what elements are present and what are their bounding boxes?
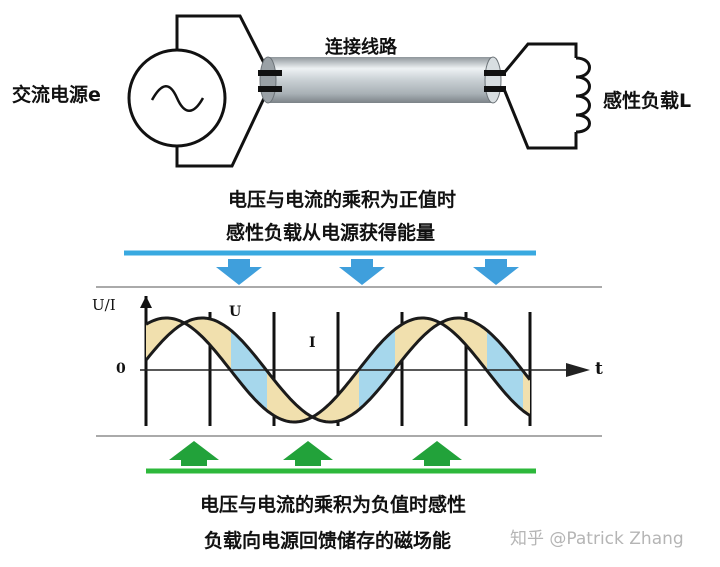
voltage-label: U <box>229 304 242 320</box>
source-wires <box>175 14 268 168</box>
x-axis-label: t <box>595 359 603 379</box>
up-arrow-icon <box>283 441 333 466</box>
up-arrow-icon <box>412 441 462 466</box>
sine-symbol-icon <box>150 85 205 112</box>
down-arrow-icon <box>473 259 519 285</box>
inductor-coil-icon <box>575 56 591 134</box>
line-label: 连接线路 <box>325 37 397 58</box>
origin-label: 0 <box>116 361 126 377</box>
ac-source <box>127 48 227 148</box>
top-caption-line1: 电压与电流的乘积为正值时 <box>228 189 457 211</box>
up-arrows <box>169 441 462 466</box>
watermark: 知乎 @Patrick Zhang <box>510 529 684 549</box>
down-arrows <box>216 259 519 285</box>
time-axis-arrow-icon <box>566 363 590 377</box>
load-wires <box>502 42 578 150</box>
connection-cable <box>258 56 506 104</box>
down-arrow-icon <box>339 259 385 285</box>
positive-power-region <box>146 318 530 422</box>
bottom-caption-line1: 电压与电流的乘积为负值时感性 <box>200 494 467 516</box>
top-caption-line2: 感性负载从电源获得能量 <box>226 222 436 244</box>
y-axis-arrow-icon <box>140 296 152 308</box>
up-arrow-icon <box>169 441 219 466</box>
down-arrow-icon <box>216 259 262 285</box>
bottom-caption-line2: 负载向电源回馈储存的磁场能 <box>204 530 452 552</box>
y-axis-label: U/I <box>92 296 116 314</box>
load-label: 感性负载L <box>603 90 692 112</box>
voltage-curve <box>146 316 530 424</box>
waveform-chart <box>140 296 590 426</box>
source-label: 交流电源e <box>12 84 101 106</box>
current-curve <box>146 316 530 424</box>
current-label: I <box>309 335 316 351</box>
